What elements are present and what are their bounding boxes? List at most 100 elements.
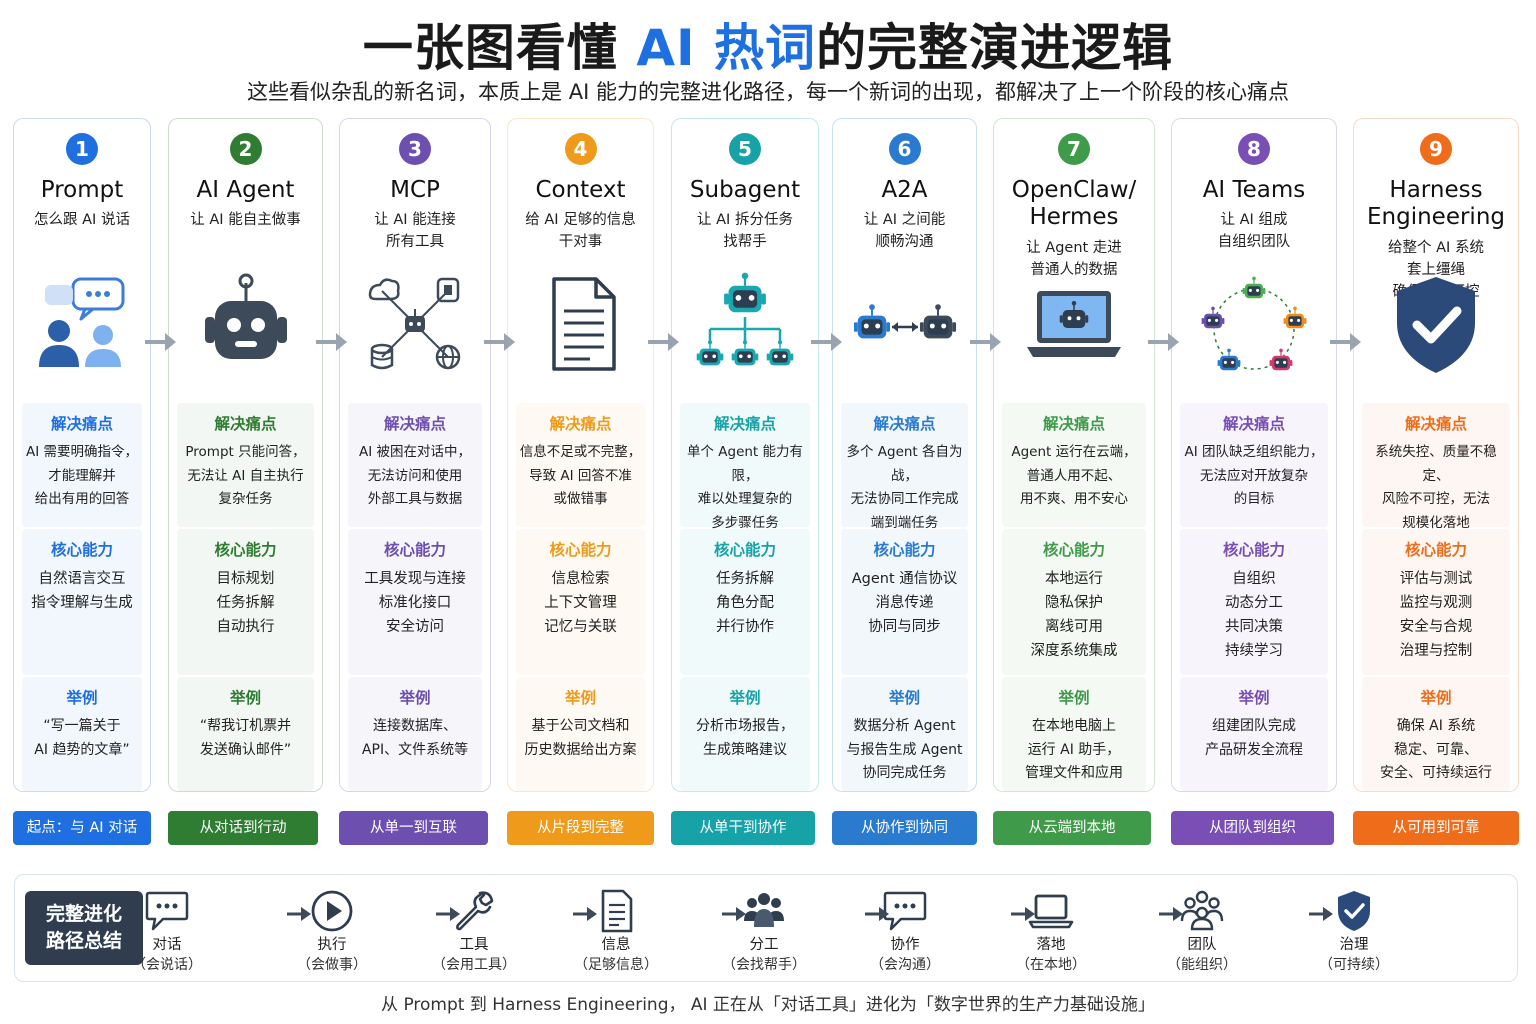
core-section: 核心能力 目标规划任务拆解自动执行: [177, 529, 314, 675]
example-heading: 举例: [1058, 689, 1090, 707]
text-line: 自组织: [1232, 571, 1276, 587]
stage-tag-4: 从片段到完整: [507, 811, 654, 845]
example-section: 举例 确保 AI 系统稳定、可靠、安全、可持续运行: [1362, 677, 1510, 791]
shield-check-icon: [1299, 887, 1409, 935]
core-section: 核心能力 工具发现与连接标准化接口安全访问: [348, 529, 482, 675]
pain-heading: 解决痛点: [214, 415, 277, 433]
text-line: 深度系统集成: [1030, 643, 1118, 659]
stage-number: 8: [1238, 133, 1270, 165]
text-line: 信息不足或不完整，: [519, 444, 642, 460]
text-line: 才能理解并: [48, 467, 116, 484]
text-line: 产品研发全流程: [1205, 741, 1303, 758]
pain-heading: 解决痛点: [549, 415, 612, 433]
summary-arrow-icon: [1159, 907, 1183, 921]
stage-desc-line: 让 Agent 走进: [1026, 240, 1122, 256]
stage-number: 5: [729, 133, 761, 165]
stage-name-line: Context: [535, 177, 626, 203]
stage-card-5: 5 Subagent 让 AI 拆分任务找帮手: [671, 118, 819, 792]
example-text: 组建团队完成产品研发全流程: [1180, 715, 1328, 762]
text-line: 在本地电脑上: [1032, 718, 1116, 734]
text-line: Agent 通信协议: [851, 571, 958, 587]
example-heading: 举例: [1238, 689, 1270, 707]
stage-name-line: A2A: [881, 177, 928, 203]
stage-desc-line: 让 AI 组成: [1220, 212, 1288, 228]
summary-step-9: 治理 （可持续）: [1299, 887, 1409, 975]
document-icon: [526, 269, 636, 379]
stage-number: 1: [66, 133, 98, 165]
core-section: 核心能力 信息检索上下文管理记忆与关联: [516, 529, 645, 675]
stage-desc: 让 AI 拆分任务找帮手: [674, 209, 816, 253]
stage-desc: 让 AI 组成自组织团队: [1174, 209, 1334, 253]
text-line: 自然语言交互: [38, 571, 126, 587]
stage-number: 3: [399, 133, 431, 165]
text-line: 规模化落地: [1402, 514, 1470, 531]
stage-name-line: Harness: [1389, 177, 1483, 203]
text-line: 隐私保护: [1045, 595, 1103, 611]
text-line: 持续学习: [1225, 643, 1283, 659]
stage-desc-line: 让 AI 能连接: [374, 212, 456, 228]
text-line: 无法访问和使用: [367, 467, 463, 484]
stage-name-line: AI Teams: [1202, 177, 1306, 203]
text-line: 监控与观测: [1399, 595, 1473, 611]
example-text: 在本地电脑上运行 AI 助手，管理文件和应用: [1002, 715, 1146, 786]
text-line: 端到端任务: [870, 514, 939, 531]
text-line: 动态分工: [1225, 595, 1283, 611]
pain-section: 解决痛点 信息不足或不完整， 导致 AI 回答不准或做错事: [516, 403, 645, 527]
summary-step-name: 治理: [1339, 937, 1369, 953]
stage-desc-line: 顺畅沟通: [875, 234, 934, 250]
example-text: 分析市场报告，生成策略建议: [680, 715, 810, 762]
flow-arrow-icon: [810, 333, 842, 351]
stage-name: MCP: [342, 177, 488, 204]
wrench-icon: [419, 887, 529, 935]
flow-arrow-icon: [970, 333, 1001, 351]
summary-step-4: 信息 （足够信息）: [561, 887, 671, 975]
stage-desc: 让 AI 能连接所有工具: [342, 209, 488, 253]
document-icon: [561, 887, 671, 935]
core-section: 核心能力 任务拆解角色分配并行协作: [680, 529, 810, 675]
core-text: Agent 通信协议消息传递协同与同步: [841, 567, 968, 639]
text-line: 协同完成任务: [862, 765, 947, 781]
text-line: 上下文管理: [544, 595, 617, 611]
summary-arrow-icon: [573, 907, 597, 921]
core-heading: 核心能力: [50, 541, 113, 559]
text-line: 与报告生成 Agent: [846, 741, 963, 758]
summary-step-3: 工具 （会用工具）: [419, 887, 529, 975]
text-line: 目标规划: [216, 571, 275, 587]
pain-section: 解决痛点 AI 被困在对话中，无法访问和使用外部工具与数据: [348, 403, 482, 527]
text-line: 单个 Agent 能力有限，: [686, 444, 804, 484]
core-section: 核心能力 自组织动态分工共同决策持续学习: [1180, 529, 1328, 675]
summary-step-sub: （会找帮手）: [722, 957, 806, 973]
stage-desc-line: 怎么跟 AI 说话: [34, 212, 130, 228]
text-line: “写一篇关于: [43, 718, 121, 734]
text-line: 系统失控、质量不稳定、: [1375, 444, 1497, 484]
example-text: “帮我订机票并发送确认邮件”: [177, 715, 314, 762]
stage-desc: 让 AI 能自主做事: [171, 209, 320, 231]
stage-name-line: Engineering: [1367, 204, 1505, 230]
core-text: 自组织动态分工共同决策持续学习: [1180, 567, 1328, 663]
text-line: 无法让 AI 自主执行: [187, 467, 304, 484]
pain-heading: 解决痛点: [873, 415, 936, 433]
text-line: 安全访问: [386, 619, 444, 635]
text-line: 或做错事: [553, 491, 608, 507]
summary-step-sub: （可持续）: [1319, 957, 1389, 973]
summary-label: 完整进化路径总结: [25, 891, 143, 965]
robot-circle-icon: [1199, 269, 1309, 379]
text-line: 标准化接口: [378, 595, 452, 611]
example-text: 基于公司文档和历史数据给出方案: [516, 715, 645, 762]
stage-name-line: MCP: [390, 177, 440, 203]
text-line: 任务拆解: [216, 595, 275, 611]
text-line: API、文件系统等: [361, 741, 469, 758]
stage-tag-7: 从云端到本地: [993, 811, 1151, 845]
stage-desc-line: 套上缰绳: [1407, 262, 1465, 278]
text-line: 导致 AI 回答不准: [529, 467, 632, 484]
example-section: 举例 组建团队完成产品研发全流程: [1180, 677, 1328, 791]
core-section: 核心能力 评估与测试监控与观测安全与合规治理与控制: [1362, 529, 1510, 675]
summary-step-sub: （能组织）: [1167, 957, 1237, 973]
text-line: AI 被困在对话中，: [358, 444, 471, 460]
text-line: AI 团队缺乏组织能力，: [1184, 444, 1324, 460]
stage-desc-line: 找帮手: [723, 234, 767, 250]
